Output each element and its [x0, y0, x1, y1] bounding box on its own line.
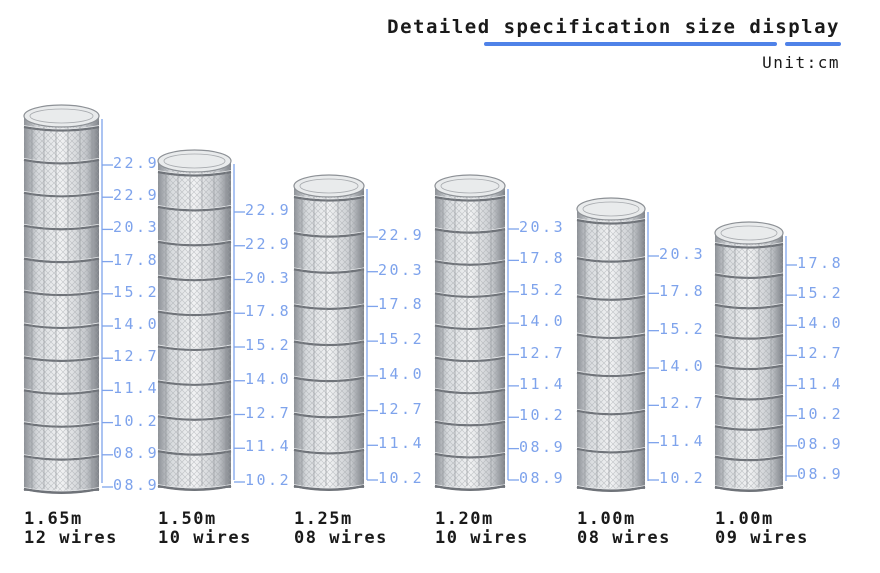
wire-mesh-roll-icon [157, 149, 232, 491]
roll-wire-count: 12 wires [24, 528, 118, 548]
spacing-label: 10.2 [245, 471, 292, 489]
spacing-label: 22.9 [113, 154, 160, 172]
header-underline-long [484, 42, 777, 46]
roll-wire-count: 10 wires [435, 528, 529, 548]
spacing-label: 15.2 [245, 336, 292, 354]
roll-wire-count: 08 wires [294, 528, 388, 548]
spacing-label: 11.4 [519, 374, 566, 393]
spacing-label: 15.2 [378, 330, 425, 349]
roll-height: 1.25m [294, 509, 353, 529]
spacing-label: 12.7 [797, 344, 844, 363]
spacing-label: 17.8 [519, 249, 566, 268]
spacing-label: 20.3 [113, 218, 160, 237]
spacing-label: 10.2 [113, 411, 160, 430]
dimension-ruler [366, 189, 378, 481]
spacing-label: 14.0 [659, 357, 706, 375]
dimension-ruler [507, 189, 519, 481]
dimension-ruler [233, 164, 245, 483]
spacing-label: 22.9 [245, 201, 292, 219]
spacing-label: 17.8 [245, 302, 292, 321]
spacing-label: 11.4 [378, 434, 425, 453]
spacing-label: 22.9 [113, 186, 160, 205]
spacing-label: 10.2 [659, 469, 706, 487]
wire-mesh-roll-icon [293, 174, 365, 491]
roll-height: 1.50m [158, 509, 217, 529]
spacing-label: 08.9 [519, 437, 566, 456]
dimension-ruler [785, 236, 797, 481]
spacing-label: 15.2 [659, 319, 706, 338]
roll-height: 1.20m [435, 509, 494, 529]
dimension-ruler [101, 119, 113, 488]
spacing-label: 20.3 [378, 260, 425, 279]
spacing-label: 10.2 [378, 469, 425, 487]
spacing-label: 12.7 [519, 343, 566, 362]
wire-mesh-roll-icon [434, 174, 506, 491]
roll-4: 20.3 17.8 15.2 14.0 12.7 11.4 10.2 08.9 08.9 [434, 174, 585, 492]
unit-label: Unit:cm [762, 53, 840, 72]
spacing-label: 22.9 [378, 226, 425, 244]
spacing-label: 14.0 [519, 312, 566, 331]
roll-3: 22.9 20.3 17.8 15.2 14.0 12.7 11.4 10.2 [293, 174, 444, 492]
spacing-label: 14.0 [378, 364, 425, 383]
spacing-label: 20.3 [519, 218, 566, 236]
roll-6: 17.8 15.2 14.0 12.7 11.4 10.2 08.9 08.9 [714, 221, 863, 493]
spacing-label: 12.7 [378, 399, 425, 418]
spacing-label: 17.8 [378, 295, 425, 314]
header-title: Detailed specification size display [387, 16, 840, 38]
spacing-label: 11.4 [659, 431, 706, 450]
header-underline-short [785, 42, 841, 46]
spacing-label: 15.2 [797, 284, 844, 303]
spacing-label: 14.0 [797, 314, 844, 333]
spacing-label: 08.9 [797, 465, 844, 483]
roll-height: 1.00m [715, 509, 774, 529]
roll-wire-count: 10 wires [158, 528, 252, 548]
spacing-label: 11.4 [797, 374, 844, 393]
spacing-label: 10.2 [519, 406, 566, 425]
wire-mesh-roll-icon [714, 221, 784, 492]
roll-5: 20.3 17.8 15.2 14.0 12.7 11.4 10.2 [576, 197, 725, 493]
spacing-label: 14.0 [245, 369, 292, 388]
spacing-label: 20.3 [659, 245, 706, 263]
spacing-label: 08.9 [113, 476, 160, 494]
spacing-label: 11.4 [245, 437, 292, 456]
spacing-label: 14.0 [113, 315, 160, 333]
roll-wire-count: 09 wires [715, 528, 809, 548]
wire-mesh-roll-icon [23, 104, 100, 494]
spacing-label: 20.3 [245, 268, 292, 287]
wire-mesh-roll-icon [576, 197, 646, 492]
spacing-label: 15.2 [519, 280, 566, 299]
spacing-label: 17.8 [659, 282, 706, 301]
spacing-label: 22.9 [245, 234, 292, 253]
spacing-label: 17.8 [797, 254, 844, 272]
spacing-label: 15.2 [113, 282, 160, 301]
roll-1: 22.9 22.9 20.3 17.8 15.2 14.0 12.7 11.4 10.2 08.9… [23, 104, 179, 495]
roll-height: 1.65m [24, 509, 83, 529]
roll-wire-count: 08 wires [577, 528, 671, 548]
spacing-label: 12.7 [113, 347, 160, 366]
spacing-label: 11.4 [113, 379, 160, 398]
spacing-label: 08.9 [797, 434, 844, 453]
roll-2: 22.9 22.9 20.3 17.8 15.2 14.0 12.7 11.4 10.2 [157, 149, 311, 492]
dimension-ruler [647, 212, 659, 481]
spacing-label: 17.8 [113, 250, 160, 269]
spacing-label: 10.2 [797, 404, 844, 423]
roll-height: 1.00m [577, 509, 636, 529]
spacing-label: 12.7 [245, 403, 292, 422]
spacing-label: 08.9 [113, 443, 160, 462]
spacing-label: 08.9 [519, 469, 566, 487]
spacing-label: 12.7 [659, 394, 706, 413]
